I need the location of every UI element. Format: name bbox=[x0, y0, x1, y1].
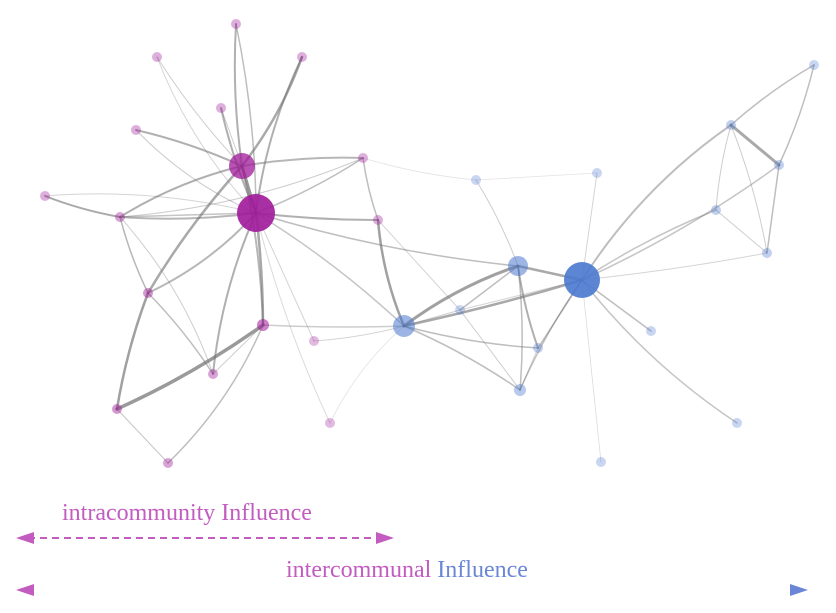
edge-a3-a6 bbox=[240, 55, 304, 168]
node-a8 bbox=[358, 153, 368, 163]
edge-a13-b10 bbox=[262, 324, 405, 328]
edge-b9-b3 bbox=[581, 164, 780, 281]
node-a9 bbox=[237, 194, 275, 232]
edge-a2-a9 bbox=[156, 56, 257, 214]
intercommunal-arrow-right-head bbox=[790, 584, 808, 596]
intracommunity-arrow-left-head bbox=[16, 532, 34, 544]
edge-a17-b10 bbox=[329, 325, 405, 424]
node-a6 bbox=[229, 153, 255, 179]
node-a5 bbox=[131, 125, 141, 135]
node-b4 bbox=[592, 168, 602, 178]
edge-a10-a6 bbox=[119, 165, 243, 218]
edge-a8-a11 bbox=[362, 157, 379, 221]
intracommunity-legend: intracommunity Influence bbox=[16, 500, 394, 544]
node-b14 bbox=[514, 384, 526, 396]
edge-b2-b6 bbox=[715, 124, 732, 211]
edge-layer bbox=[44, 23, 815, 464]
node-b13 bbox=[646, 326, 656, 336]
edge-b11-b14 bbox=[459, 309, 521, 391]
node-a18 bbox=[163, 458, 173, 468]
edge-a7-a9 bbox=[44, 193, 257, 214]
node-b3 bbox=[774, 160, 784, 170]
edge-a9-b10 bbox=[255, 212, 405, 327]
node-b11 bbox=[455, 305, 465, 315]
node-b5 bbox=[471, 175, 481, 185]
edge-a15-a13 bbox=[212, 324, 264, 375]
edge-a2-a6 bbox=[156, 56, 243, 167]
node-b15 bbox=[732, 418, 742, 428]
node-a7 bbox=[40, 191, 50, 201]
edge-b10-b14 bbox=[403, 325, 521, 391]
edge-b10-b9 bbox=[402, 278, 584, 328]
node-a10 bbox=[115, 212, 125, 222]
node-a1 bbox=[231, 19, 241, 29]
edge-b9-b2 bbox=[581, 124, 732, 281]
edge-a8-a10 bbox=[119, 157, 364, 218]
edge-b2-b7 bbox=[730, 124, 768, 254]
node-a2 bbox=[152, 52, 162, 62]
edge-b1-b2 bbox=[730, 64, 815, 126]
node-a3 bbox=[297, 52, 307, 62]
edge-b8-b5 bbox=[475, 179, 519, 267]
edge-b9-b7 bbox=[581, 252, 768, 281]
edge-b5-b4 bbox=[475, 172, 598, 181]
node-b7 bbox=[762, 248, 772, 258]
edge-b12-b14 bbox=[519, 347, 539, 391]
edge-a11-b10 bbox=[376, 218, 406, 328]
edge-a16-a18 bbox=[116, 408, 169, 464]
edge-b8-b14 bbox=[517, 265, 523, 391]
intracommunity-label: intracommunity Influence bbox=[62, 500, 312, 526]
node-b9 bbox=[564, 262, 600, 298]
node-a14 bbox=[309, 336, 319, 346]
intercommunal-label-part2: Influence bbox=[437, 557, 528, 583]
node-layer bbox=[40, 19, 819, 468]
edge-b9-b15 bbox=[581, 279, 738, 424]
node-b8 bbox=[508, 256, 528, 276]
edge-a8-b5 bbox=[362, 157, 477, 181]
edge-a7-a10 bbox=[44, 195, 121, 218]
node-b10 bbox=[393, 315, 415, 337]
node-a12 bbox=[143, 288, 153, 298]
intercommunal-label: intercommunal Influence bbox=[286, 557, 528, 583]
edge-a15-a10 bbox=[119, 216, 214, 375]
edge-a10-a12 bbox=[119, 216, 149, 294]
node-a13 bbox=[257, 319, 269, 331]
edge-a12-a15 bbox=[147, 292, 214, 375]
node-a4 bbox=[216, 103, 226, 113]
edge-a5-a6 bbox=[135, 129, 243, 167]
node-a17 bbox=[325, 418, 335, 428]
intercommunal-label-part1: intercommunal bbox=[286, 557, 437, 583]
node-b12 bbox=[533, 343, 543, 353]
edge-b1-b3 bbox=[778, 64, 815, 166]
edge-a1-a6 bbox=[233, 23, 243, 167]
edge-a12-a16 bbox=[115, 291, 150, 411]
edge-b10-b12 bbox=[403, 325, 539, 349]
edge-b2-b3 bbox=[729, 123, 781, 167]
edge-a12-a6 bbox=[146, 164, 244, 295]
edge-b10-b8 bbox=[402, 264, 520, 328]
node-b16 bbox=[596, 457, 606, 467]
edge-a9-b8 bbox=[255, 212, 519, 267]
edge-a1-a9 bbox=[235, 23, 257, 214]
edge-a16-a13 bbox=[115, 323, 265, 411]
intercommunal-legend: intercommunal Influence bbox=[16, 557, 808, 596]
edge-b8-b11 bbox=[459, 265, 519, 311]
node-a11 bbox=[373, 215, 383, 225]
edge-a15-a9 bbox=[212, 212, 257, 375]
node-b2 bbox=[726, 120, 736, 130]
node-a15 bbox=[208, 369, 218, 379]
edge-b6-b7 bbox=[715, 209, 768, 254]
node-a16 bbox=[112, 404, 122, 414]
intercommunal-arrow-left-head bbox=[16, 584, 34, 596]
edge-a9-a17 bbox=[255, 212, 331, 424]
edge-b3-b7 bbox=[766, 164, 780, 254]
edge-a6-a8 bbox=[241, 156, 364, 167]
node-b1 bbox=[809, 60, 819, 70]
node-b6 bbox=[711, 205, 721, 215]
edge-b9-b16 bbox=[581, 279, 602, 463]
edge-a18-a13 bbox=[167, 324, 264, 464]
intracommunity-arrow-right-head bbox=[376, 532, 394, 544]
edge-a11-b11 bbox=[377, 219, 461, 311]
